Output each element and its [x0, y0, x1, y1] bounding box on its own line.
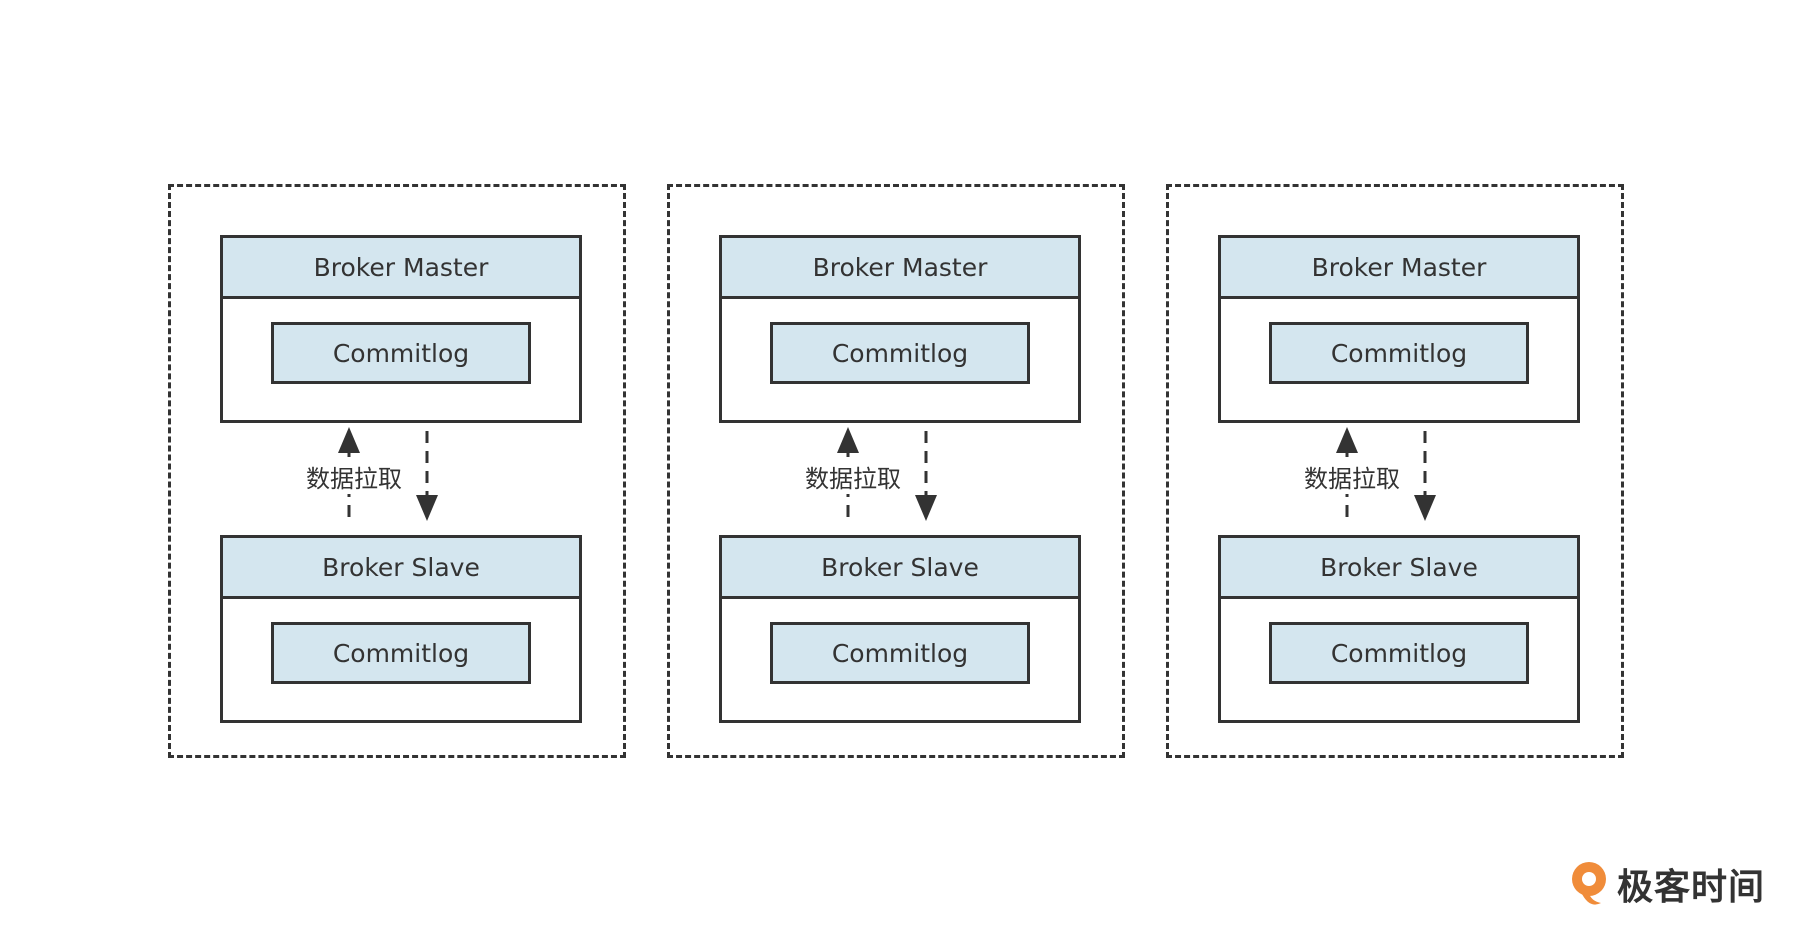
master-commitlog: Commitlog [271, 322, 531, 384]
broker-slave-title: Broker Slave [722, 538, 1078, 599]
broker-slave-box: Broker Slave Commitlog [1218, 535, 1580, 723]
sync-arrows [338, 427, 438, 521]
broker-group-3: Broker Master Commitlog 数据拉取 Broker Slav… [1166, 184, 1624, 758]
broker-master-title: Broker Master [223, 238, 579, 299]
push-arrow-down-head [1414, 495, 1436, 521]
broker-master-box: Broker Master Commitlog [719, 235, 1081, 423]
push-arrow-down-head [915, 495, 937, 521]
master-commitlog: Commitlog [1269, 322, 1529, 384]
broker-slave-box: Broker Slave Commitlog [719, 535, 1081, 723]
geektime-logo: 极客时间 [1567, 858, 1765, 910]
sync-arrows [1336, 427, 1436, 521]
slave-commitlog: Commitlog [1269, 622, 1529, 684]
broker-slave-box: Broker Slave Commitlog [220, 535, 582, 723]
broker-master-box: Broker Master Commitlog [220, 235, 582, 423]
broker-master-title: Broker Master [722, 238, 1078, 299]
pull-arrow-up-head [338, 427, 360, 453]
broker-slave-title: Broker Slave [223, 538, 579, 599]
geektime-logo-icon [1572, 862, 1606, 905]
pull-arrow-up-head [837, 427, 859, 453]
push-arrow-down-head [416, 495, 438, 521]
geektime-logo-text: 极客时间 [1617, 867, 1766, 908]
broker-group-2: Broker Master Commitlog 数据拉取 Broker Slav… [667, 184, 1125, 758]
broker-group-1: Broker Master Commitlog 数据拉取 Broker Slav… [168, 184, 626, 758]
data-pull-label: 数据拉取 [803, 464, 903, 494]
data-pull-label: 数据拉取 [1302, 464, 1402, 494]
master-commitlog: Commitlog [770, 322, 1030, 384]
broker-master-title: Broker Master [1221, 238, 1577, 299]
broker-slave-title: Broker Slave [1221, 538, 1577, 599]
sync-arrows [837, 427, 937, 521]
pull-arrow-up-head [1336, 427, 1358, 453]
slave-commitlog: Commitlog [271, 622, 531, 684]
slave-commitlog: Commitlog [770, 622, 1030, 684]
data-pull-label: 数据拉取 [304, 464, 404, 494]
broker-master-box: Broker Master Commitlog [1218, 235, 1580, 423]
